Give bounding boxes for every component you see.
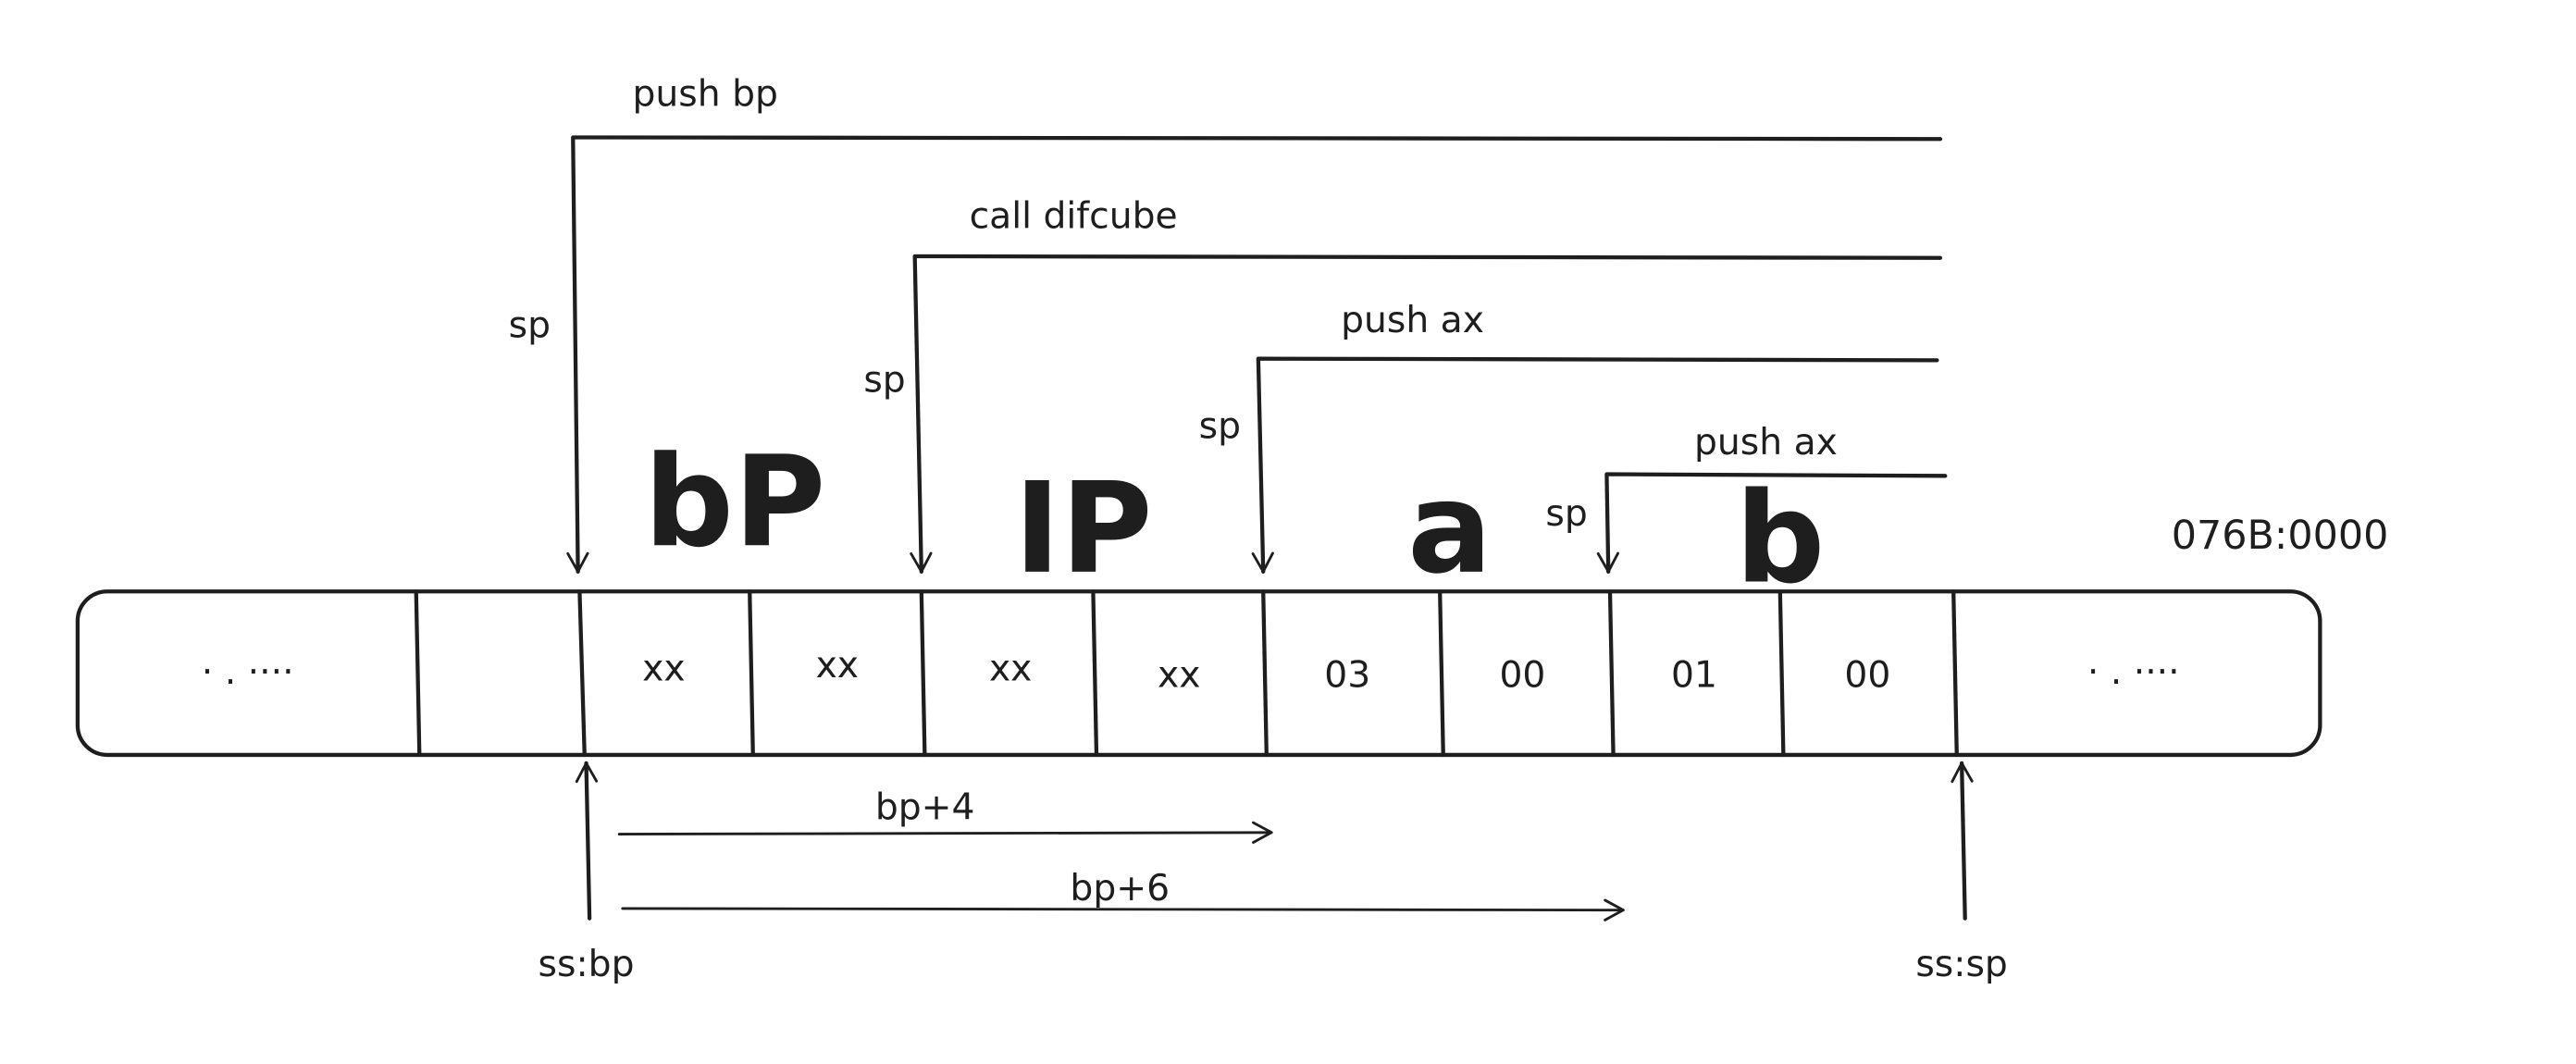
- instruction-label: push ax: [1694, 422, 1838, 464]
- push-ax-bracket: [1596, 472, 1948, 574]
- memory-strip: · . ···· xx xx xx xx 03 00 01 00 · . ···…: [75, 589, 2322, 758]
- up-arrow-icon: [1951, 761, 1974, 921]
- sp-label: sp: [1199, 405, 1241, 447]
- memory-cell: xx: [816, 645, 859, 687]
- instruction-push-ax-2: push ax sp: [1545, 422, 1948, 574]
- offset-arrow: [621, 898, 1625, 922]
- saved-bp-label: bP: [644, 428, 825, 575]
- offset-bp-plus-6: bp+6: [621, 868, 1625, 922]
- call-difcube-bracket: [910, 254, 1943, 574]
- push-bp-bracket: [566, 135, 1943, 574]
- instruction-label: call difcube: [970, 196, 1178, 238]
- strip-outline: [75, 589, 2322, 758]
- memory-cell: 00: [1499, 655, 1545, 697]
- a-label: a: [1407, 455, 1492, 601]
- memory-cell: xx: [1158, 655, 1200, 697]
- offset-arrow: [617, 821, 1273, 844]
- push-ax-bracket: [1251, 356, 1939, 574]
- ss-sp-label: ss:sp: [1915, 944, 2008, 985]
- up-arrow-icon: [575, 761, 599, 921]
- memory-cell: · . ····: [2087, 651, 2180, 693]
- ip-label: IP: [1014, 455, 1153, 601]
- segment-address: 076B:0000: [2172, 513, 2389, 559]
- b-label: b: [1735, 465, 1825, 612]
- ss-bp-label: ss:bp: [539, 944, 635, 985]
- memory-cell: · . ····: [202, 651, 294, 693]
- offset-label: bp+4: [875, 787, 975, 829]
- ss-sp-pointer: ss:sp: [1915, 761, 2008, 985]
- instruction-label: push ax: [1341, 300, 1484, 341]
- sp-label: sp: [1545, 493, 1587, 535]
- ss-bp-pointer: ss:bp: [539, 761, 635, 985]
- cell-dividers: [414, 589, 1959, 758]
- offset-bp-plus-4: bp+4: [617, 787, 1273, 844]
- offset-label: bp+6: [1070, 868, 1170, 909]
- sp-label: sp: [863, 359, 905, 401]
- instruction-push-bp: push bp sp: [509, 74, 1943, 574]
- instruction-call-difcube: call difcube sp: [863, 196, 1943, 574]
- memory-cell: 00: [1844, 655, 1890, 697]
- memory-cell: 03: [1324, 655, 1370, 697]
- memory-cell: xx: [989, 649, 1032, 690]
- instruction-push-ax-1: push ax sp: [1199, 300, 1939, 574]
- memory-cell: xx: [642, 649, 685, 690]
- instruction-label: push bp: [633, 74, 778, 116]
- memory-cell: 01: [1671, 655, 1717, 697]
- sp-label: sp: [509, 304, 551, 346]
